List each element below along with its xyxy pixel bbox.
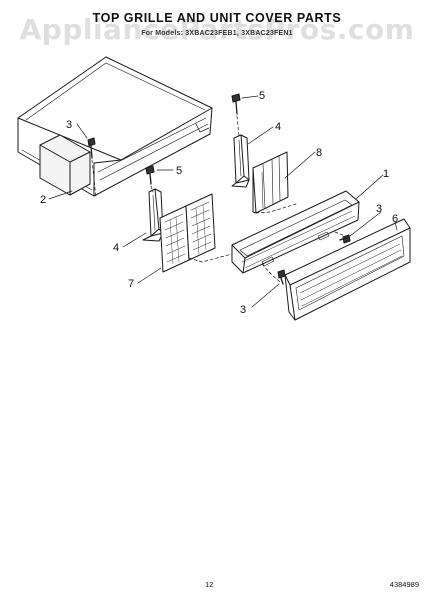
screw-5-upper (231, 93, 241, 115)
unit-cover (17, 56, 213, 197)
assembly-guide-lines (91, 115, 351, 283)
callout-1: 1 (383, 168, 389, 180)
leader-lines (48, 95, 398, 308)
callout-5-middle: 5 (176, 165, 182, 177)
document-number: 4384989 (389, 580, 419, 589)
callout-2: 2 (40, 194, 46, 206)
callout-6: 6 (392, 213, 398, 225)
callout-4-upper: 4 (275, 121, 281, 133)
page-number: 12 (205, 580, 214, 589)
screw-3-right (339, 234, 351, 244)
callout-8: 8 (316, 147, 322, 159)
callout-7: 7 (128, 278, 134, 290)
callout-3-lower: 3 (240, 304, 246, 316)
side-curtain-8 (252, 151, 289, 214)
screw-5-middle (145, 165, 155, 185)
filter-screen-7 (159, 193, 216, 273)
watermark: AppliancePartsPros.com (19, 13, 415, 46)
grille-frame-1 (231, 190, 360, 274)
callout-labels: 3 2 5 5 4 8 4 7 1 3 6 3 (40, 90, 398, 316)
callout-3-cover: 3 (66, 119, 72, 131)
screw-3-lower (277, 269, 286, 285)
bracket-4-upper (231, 134, 250, 188)
model-subtitle: For Models: 3XBAC23FEB1, 3XBAC23FEN1 (141, 30, 293, 37)
callout-4-lower: 4 (113, 242, 119, 254)
front-grille-6 (284, 218, 411, 321)
screw-3-cover (87, 137, 96, 159)
page-title: TOP GRILLE AND UNIT COVER PARTS (92, 11, 342, 25)
callout-3-right: 3 (376, 203, 382, 215)
callout-5-upper: 5 (259, 90, 265, 102)
